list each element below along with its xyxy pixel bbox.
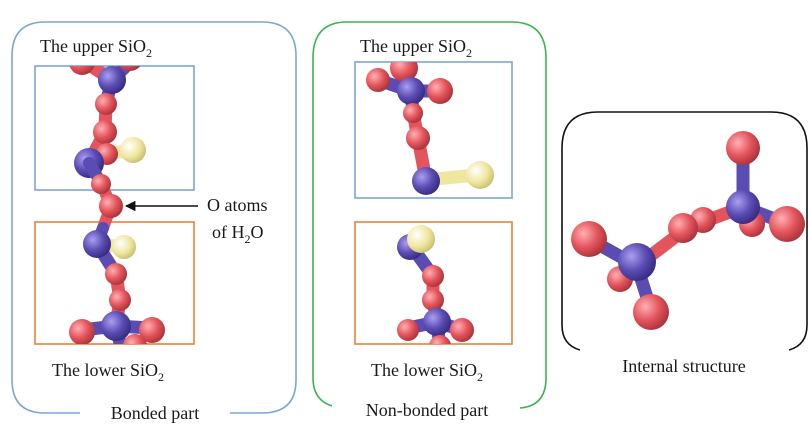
bonded-lower-molecule [69,230,165,344]
oxygen-atom [422,289,444,311]
non-bonded-lower-molecule [397,225,474,344]
oxygen-atom [769,206,805,242]
non-bonded-lower-label: The lower SiO2 [371,360,483,384]
hydrogen-atom [112,235,136,259]
oxygen-atom [406,126,430,150]
oxygen-atom [403,103,423,123]
silicon-atom [423,308,451,336]
bonded-caption: Bonded part [111,403,199,423]
internal-frame [561,111,808,351]
annotation-line1: O atoms [207,195,268,215]
oxygen-atom [427,78,453,104]
non-bonded-panel: The upper SiO2 The lower SiO2 Non-bonded… [312,21,547,420]
oxygen-atom [422,265,444,287]
upper-sio2-box [34,65,195,191]
internal-structure-panel: Internal structure [561,111,808,376]
oxygen-atom [668,213,698,243]
non-bonded-upper-molecule [366,62,494,195]
non-bonded-frame [312,21,547,409]
oxygen-atom [95,93,117,115]
oxygen-atom [571,221,607,257]
hydrogen-atom [466,161,494,189]
silicon-atom [83,230,111,258]
bonded-frame [11,21,297,414]
oxygen-atom [69,66,95,75]
internal-molecule [571,131,805,330]
bonded-upper-molecule [69,66,146,178]
oxygen-atom [633,294,669,330]
hydrogen-atom [407,225,435,253]
oxygen-atom [450,318,474,342]
oxygen-atom [69,319,95,344]
hydrogen-atom [120,137,146,163]
internal-caption: Internal structure [622,356,745,376]
annotation-line2: of H2O [212,222,264,246]
oxygen-atom [91,174,111,194]
upper-sio2-box [354,61,513,199]
oxygen-atom [123,334,147,344]
oxygen-atom [429,335,451,344]
oxygen-atom [139,317,165,343]
silicon-atom [98,66,126,94]
silicon-atom [726,190,760,224]
bonded-lower-label: The lower SiO2 [52,360,164,384]
silicon-atom [618,243,656,281]
bonded-upper-label: The upper SiO2 [40,36,152,60]
oxygen-atom [93,120,117,144]
oxygen-atom [105,263,127,285]
silicon-atom [412,167,440,195]
bonded-panel: The upper SiO2 The lower SiO2 O atoms of… [11,21,297,423]
silicon-atom [397,77,425,105]
silicon-atom [101,311,131,341]
oxygen-atom [119,66,141,71]
oxygen-atom [397,319,419,341]
non-bonded-caption: Non-bonded part [366,400,488,420]
oxygen-atom [390,62,418,82]
oxygen-atom [99,194,123,218]
oxygen-atom [366,68,390,92]
oxygen-atom [109,289,131,311]
oxygen-atom [726,131,760,165]
non-bonded-upper-label: The upper SiO2 [360,36,472,60]
